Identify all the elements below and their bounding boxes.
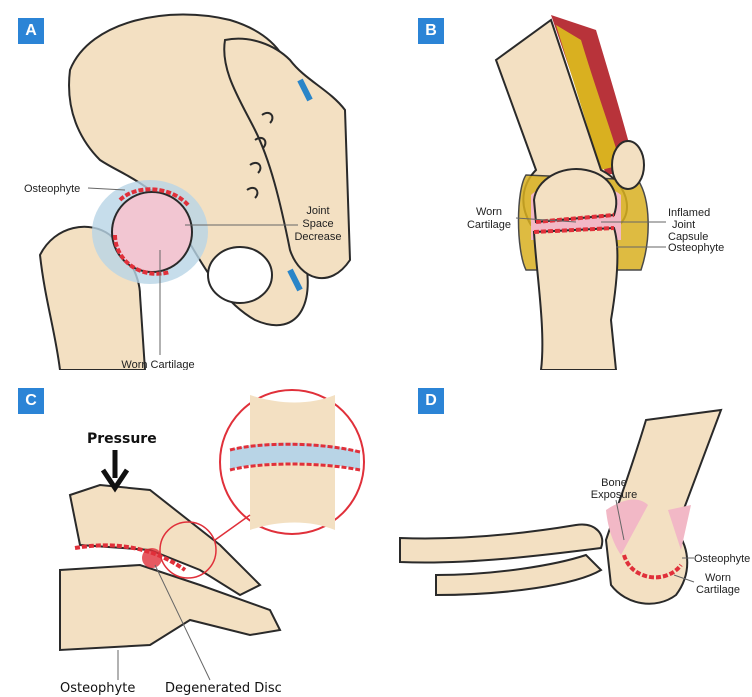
label-degenerated-disc: Degenerated Disc — [165, 681, 282, 696]
label-bone-d1: Bone — [601, 477, 627, 489]
panel-d-elbow: D Bone Exposure Osteophyte Worn Cartilag… — [376, 370, 752, 697]
hip-illustration: Osteophyte Joint Space Decrease Worn Car… — [0, 0, 376, 370]
label-worn-d1: Worn — [705, 572, 731, 584]
label-inflamed-b2: Joint — [672, 219, 695, 231]
label-osteophyte-a: Osteophyte — [24, 183, 80, 195]
label-worn-b2: Cartilage — [467, 219, 511, 231]
label-joint-space-a2: Space — [302, 218, 333, 230]
femoral-head — [112, 192, 192, 272]
panel-a-hip: A Osteophyte Joint Space Decrease Worn C… — [0, 0, 376, 370]
label-osteophyte-c: Osteophyte — [60, 681, 135, 696]
label-osteophyte-b: Osteophyte — [668, 242, 724, 254]
knee-illustration: Worn Cartilage Inflamed Joint Capsule Os… — [376, 0, 752, 370]
elbow-illustration: Bone Exposure Osteophyte Worn Cartilage — [376, 370, 752, 697]
spine-illustration: Pressure Osteophyte Degenerated Disc — [0, 370, 376, 697]
label-osteophyte-d: Osteophyte — [694, 553, 750, 565]
label-joint-space-a3: Decrease — [294, 231, 341, 243]
label-worn-d2: Cartilage — [696, 584, 740, 596]
panel-b-knee: B Worn Cartilage Inflamed Joint Capsule … — [376, 0, 752, 370]
label-joint-space-a1: Joint — [306, 205, 329, 217]
label-bone-d2: Exposure — [591, 489, 637, 501]
label-inflamed-b1: Inflamed — [668, 207, 710, 219]
panel-c-spine: C Pressure Osteophyte Degenerated Disc — [0, 370, 376, 697]
label-worn-cartilage-a: Worn Cartilage — [121, 359, 194, 370]
forearm-bone-upper — [400, 525, 602, 563]
label-worn-b1: Worn — [476, 206, 502, 218]
label-pressure: Pressure — [87, 431, 157, 447]
tibia-b — [534, 228, 617, 370]
